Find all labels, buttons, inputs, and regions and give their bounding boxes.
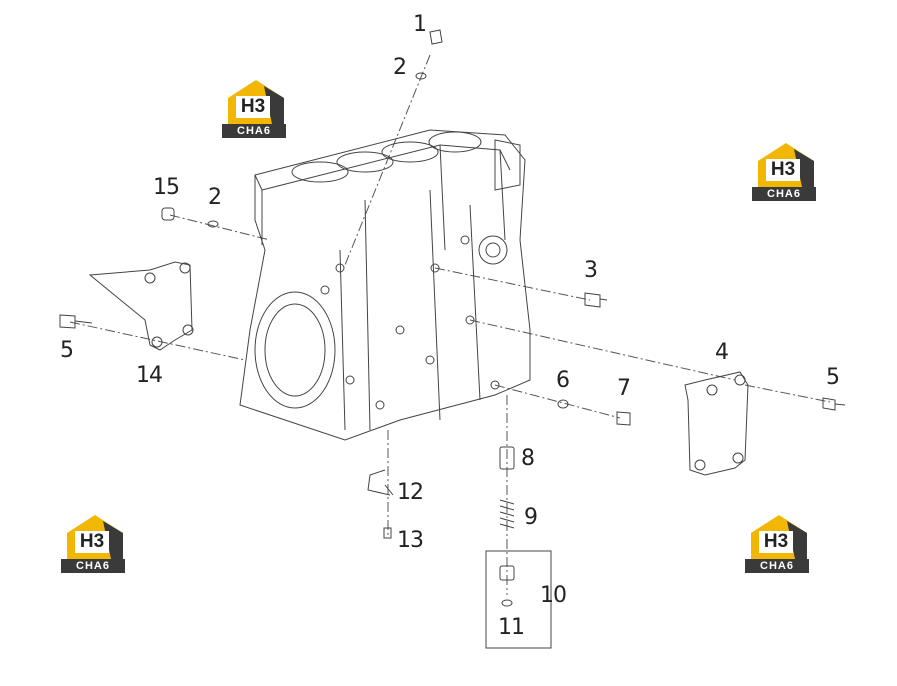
callout-2-top: 2 xyxy=(393,55,407,80)
callout-5-right: 5 xyxy=(826,365,840,390)
callout-12: 12 xyxy=(397,480,424,505)
callout-13: 13 xyxy=(397,528,424,553)
callout-15: 15 xyxy=(153,175,180,200)
callout-3: 3 xyxy=(584,258,598,283)
callout-7: 7 xyxy=(617,376,631,401)
watermark-mark-text: H3 xyxy=(766,159,800,181)
watermark-word: CHA6 xyxy=(752,187,816,201)
watermark-logo-bottom-right: H3 CHA6 xyxy=(745,515,809,575)
watermark-word: CHA6 xyxy=(222,124,286,138)
watermark-logo-top-right: H3 CHA6 xyxy=(752,143,816,203)
callout-11: 11 xyxy=(498,615,525,640)
engine-block xyxy=(239,129,531,441)
callout-9: 9 xyxy=(524,505,538,530)
callout-4: 4 xyxy=(715,340,729,365)
callout-1: 1 xyxy=(413,12,427,37)
callout-8: 8 xyxy=(521,446,535,471)
callout-6: 6 xyxy=(556,368,570,393)
callout-14: 14 xyxy=(136,363,163,388)
watermark-logo-top-left: H3 CHA6 xyxy=(222,80,286,140)
callout-5-left: 5 xyxy=(60,338,74,363)
bracket-left xyxy=(88,261,194,351)
leader-lines xyxy=(69,54,831,595)
watermark-logo-bottom-left: H3 CHA6 xyxy=(61,515,125,575)
watermark-mark-text: H3 xyxy=(236,96,270,118)
watermark-mark-text: H3 xyxy=(75,531,109,553)
watermark-word: CHA6 xyxy=(61,559,125,573)
callout-2-left: 2 xyxy=(208,185,222,210)
bracket-right xyxy=(684,371,749,476)
watermark-mark-text: H3 xyxy=(759,531,793,553)
small-parts xyxy=(59,29,846,649)
callout-10: 10 xyxy=(540,583,567,608)
watermark-word: CHA6 xyxy=(745,559,809,573)
